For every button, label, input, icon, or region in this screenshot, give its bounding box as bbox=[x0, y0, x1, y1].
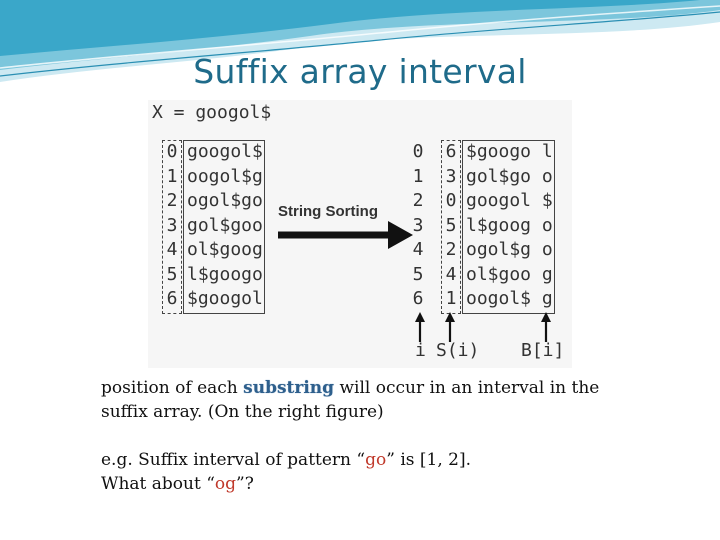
right-i-cell: 6 bbox=[412, 288, 424, 309]
up-arrows-icon bbox=[415, 312, 551, 342]
right-s-cell: 2 bbox=[445, 239, 457, 260]
right-s-cell: 1 bbox=[445, 288, 457, 309]
label-i: i bbox=[415, 340, 426, 361]
right-string-cell: oogol$ g bbox=[466, 288, 553, 309]
right-i-cell: 0 bbox=[412, 141, 424, 162]
left-index-cell: 2 bbox=[166, 190, 178, 211]
left-suffix-box bbox=[183, 140, 265, 314]
right-string-cell: gol$go o bbox=[466, 165, 553, 187]
body-line-1-post: will occur in an interval in the bbox=[334, 378, 600, 398]
left-suffix-cell: l$googo bbox=[187, 263, 263, 285]
right-i-cell: 5 bbox=[412, 263, 424, 285]
right-s-cell: 5 bbox=[445, 214, 457, 236]
left-index-cell: 6 bbox=[166, 288, 178, 309]
right-i-cell: 4 bbox=[412, 239, 424, 260]
body-line-2: suffix array. (On the right figure) bbox=[101, 402, 384, 422]
right-i-cell: 3 bbox=[412, 214, 424, 236]
left-index-cell: 0 bbox=[166, 141, 178, 162]
body-line-4-pre: What about “ bbox=[101, 474, 215, 494]
left-suffix-cell: ol$goog bbox=[187, 239, 263, 260]
body-line-4: What about “og”? bbox=[101, 472, 254, 496]
right-i-cell: 2 bbox=[412, 190, 424, 211]
arrow-label: String Sorting bbox=[278, 203, 378, 220]
right-s-box bbox=[441, 140, 461, 314]
right-string-cell: l$goog o bbox=[466, 214, 553, 236]
left-suffix-cell: $googol bbox=[187, 288, 263, 309]
right-string-cell: ogol$g o bbox=[466, 239, 553, 260]
left-suffix-cell: oogol$g bbox=[187, 165, 263, 187]
highlight-go: go bbox=[365, 450, 387, 470]
left-index-box bbox=[162, 140, 182, 314]
right-string-cell: googol $ bbox=[466, 190, 553, 211]
left-suffix-cell: googol$ bbox=[187, 141, 263, 162]
left-suffix-cell: ogol$go bbox=[187, 190, 263, 211]
body-line-1: position of each substring will occur in… bbox=[101, 376, 599, 400]
header-wave-decoration bbox=[0, 0, 720, 82]
body-line-3-pre: e.g. Suffix interval of pattern “ bbox=[101, 450, 366, 470]
right-s-cell: 0 bbox=[445, 190, 457, 211]
right-string-cell: ol$goo g bbox=[466, 263, 553, 285]
left-index-cell: 5 bbox=[166, 263, 178, 285]
x-label: X = googol$ bbox=[152, 102, 272, 123]
right-string-cell: $googo l bbox=[466, 141, 553, 162]
left-index-cell: 4 bbox=[166, 239, 178, 260]
label-s: S(i) bbox=[436, 340, 480, 361]
right-s-cell: 3 bbox=[445, 165, 457, 187]
highlight-og: og bbox=[214, 474, 237, 494]
body-line-3: e.g. Suffix interval of pattern “go” is … bbox=[101, 448, 471, 472]
highlight-substring: substring bbox=[243, 378, 335, 398]
right-s-cell: 4 bbox=[445, 263, 457, 285]
right-i-cell: 1 bbox=[412, 165, 424, 187]
body-line-1-pre: position of each bbox=[101, 378, 244, 398]
sorting-arrow-icon bbox=[278, 221, 413, 249]
slide-title: Suffix array interval bbox=[193, 52, 527, 91]
body-line-4-post: ”? bbox=[236, 474, 254, 494]
right-string-box bbox=[462, 140, 555, 314]
left-suffix-cell: gol$goo bbox=[187, 214, 263, 236]
body-line-3-post: ” is [1, 2]. bbox=[386, 450, 471, 470]
left-index-cell: 3 bbox=[166, 214, 178, 236]
right-s-cell: 6 bbox=[445, 141, 457, 162]
label-b: B[i] bbox=[521, 340, 565, 361]
left-index-cell: 1 bbox=[166, 165, 178, 187]
